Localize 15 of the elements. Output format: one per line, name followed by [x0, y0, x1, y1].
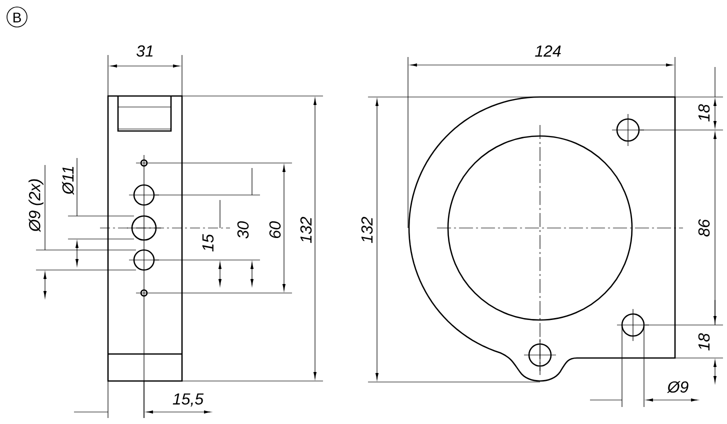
dimension-label: 18 [698, 333, 710, 350]
dimension-label: 60 [269, 221, 281, 238]
dimension-label: 132 [300, 216, 312, 243]
dimension-label: 132 [361, 216, 373, 243]
dimension-label: 15 [202, 234, 214, 252]
view-label: B [6, 6, 28, 28]
dimension-label: 124 [535, 45, 561, 57]
dimension-label: 18 [698, 104, 710, 122]
dimension-label: Ø9 (2x) [28, 179, 44, 232]
dimension-label: Ø11 [62, 166, 74, 195]
dimension-label: Ø9 [666, 381, 688, 393]
dimension-label: 86 [698, 219, 710, 236]
dimension-label: 30 [237, 221, 249, 239]
dimension-label: 15,5 [172, 393, 204, 407]
dimension-label: 31 [136, 45, 153, 57]
